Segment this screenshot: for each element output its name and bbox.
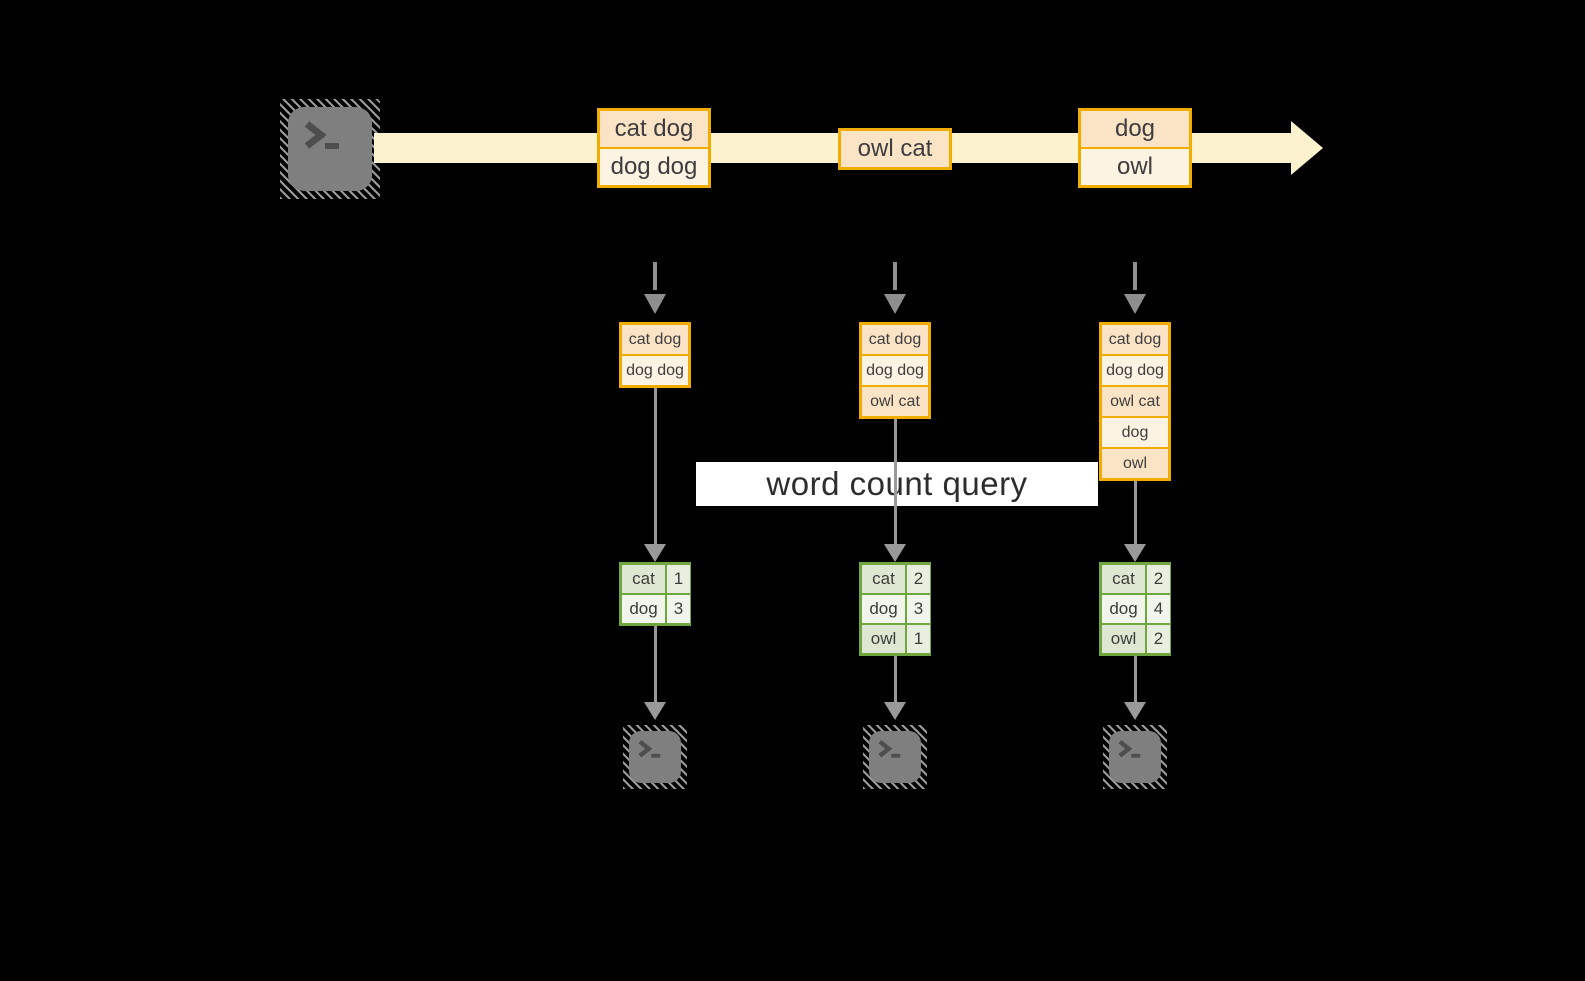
buffered-record: cat dog [1102,325,1168,354]
dashed-arrow [1133,262,1137,290]
state-buffer-1: cat dog dog dog [619,322,691,388]
count-table-2: cat 2 dog 3 owl 1 [859,562,931,656]
flow-arrow [654,626,657,702]
state-buffer-3: cat dog dog dog owl cat dog owl [1099,322,1171,481]
dashed-arrow [893,262,897,290]
flow-arrow [1134,481,1137,544]
flow-arrowhead-icon [644,702,666,720]
flow-arrowhead-icon [1124,702,1146,720]
buffered-record: dog dog [622,356,688,385]
count-word: dog [862,595,905,623]
count-value: 1 [907,625,930,653]
count-value: 3 [667,595,690,623]
dashed-arrowhead-icon [644,294,666,314]
state-buffer-2: cat dog dog dog owl cat [859,322,931,419]
dashed-arrowhead-icon [884,294,906,314]
output-terminal-icon [863,725,927,789]
terminal-prompt-icon [1118,739,1141,758]
flow-arrow [894,656,897,702]
stream-event-box-2: owl cat [838,128,952,170]
count-value: 2 [1147,565,1170,593]
output-terminal-icon [623,725,687,789]
terminal-icon [288,107,372,191]
flow-arrowhead-icon [1124,544,1146,562]
event-record: cat dog [600,111,708,147]
event-record: owl cat [841,131,949,167]
terminal-prompt-icon [304,121,339,149]
terminal-prompt-icon [638,739,661,758]
event-record: dog [1081,111,1189,147]
count-word: cat [1102,565,1145,593]
count-table-3: cat 2 dog 4 owl 2 [1099,562,1171,656]
buffered-record: dog dog [1102,356,1168,385]
stream-event-box-3: dog owl [1078,108,1192,188]
buffered-record: owl [1102,449,1168,478]
terminal-icon [869,731,921,783]
count-word: dog [1102,595,1145,623]
terminal-icon [1109,731,1161,783]
buffered-record: dog [1102,418,1168,447]
count-value: 3 [907,595,930,623]
flow-arrowhead-icon [644,544,666,562]
flow-arrow [894,419,897,544]
flow-arrowhead-icon [884,702,906,720]
event-record: dog dog [600,149,708,185]
flow-arrow [1134,656,1137,702]
terminal-icon [629,731,681,783]
source-terminal-icon [280,99,380,199]
dashed-arrowhead-icon [1124,294,1146,314]
count-value: 4 [1147,595,1170,623]
buffered-record: cat dog [622,325,688,354]
output-terminal-icon [1103,725,1167,789]
buffered-record: owl cat [862,387,928,416]
flow-arrowhead-icon [884,544,906,562]
count-word: owl [1102,625,1145,653]
buffered-record: owl cat [1102,387,1168,416]
word-count-query-label: word count query [696,462,1098,506]
terminal-prompt-icon [878,739,901,758]
flow-arrow [654,388,657,544]
count-word: cat [862,565,905,593]
dashed-arrow [653,262,657,290]
event-record: owl [1081,149,1189,185]
count-value: 1 [667,565,690,593]
count-value: 2 [907,565,930,593]
stream-event-box-1: cat dog dog dog [597,108,711,188]
buffered-record: dog dog [862,356,928,385]
count-table-1: cat 1 dog 3 [619,562,691,626]
stream-arrowhead-icon [1291,121,1323,175]
count-word: owl [862,625,905,653]
count-word: dog [622,595,665,623]
count-value: 2 [1147,625,1170,653]
count-word: cat [622,565,665,593]
buffered-record: cat dog [862,325,928,354]
